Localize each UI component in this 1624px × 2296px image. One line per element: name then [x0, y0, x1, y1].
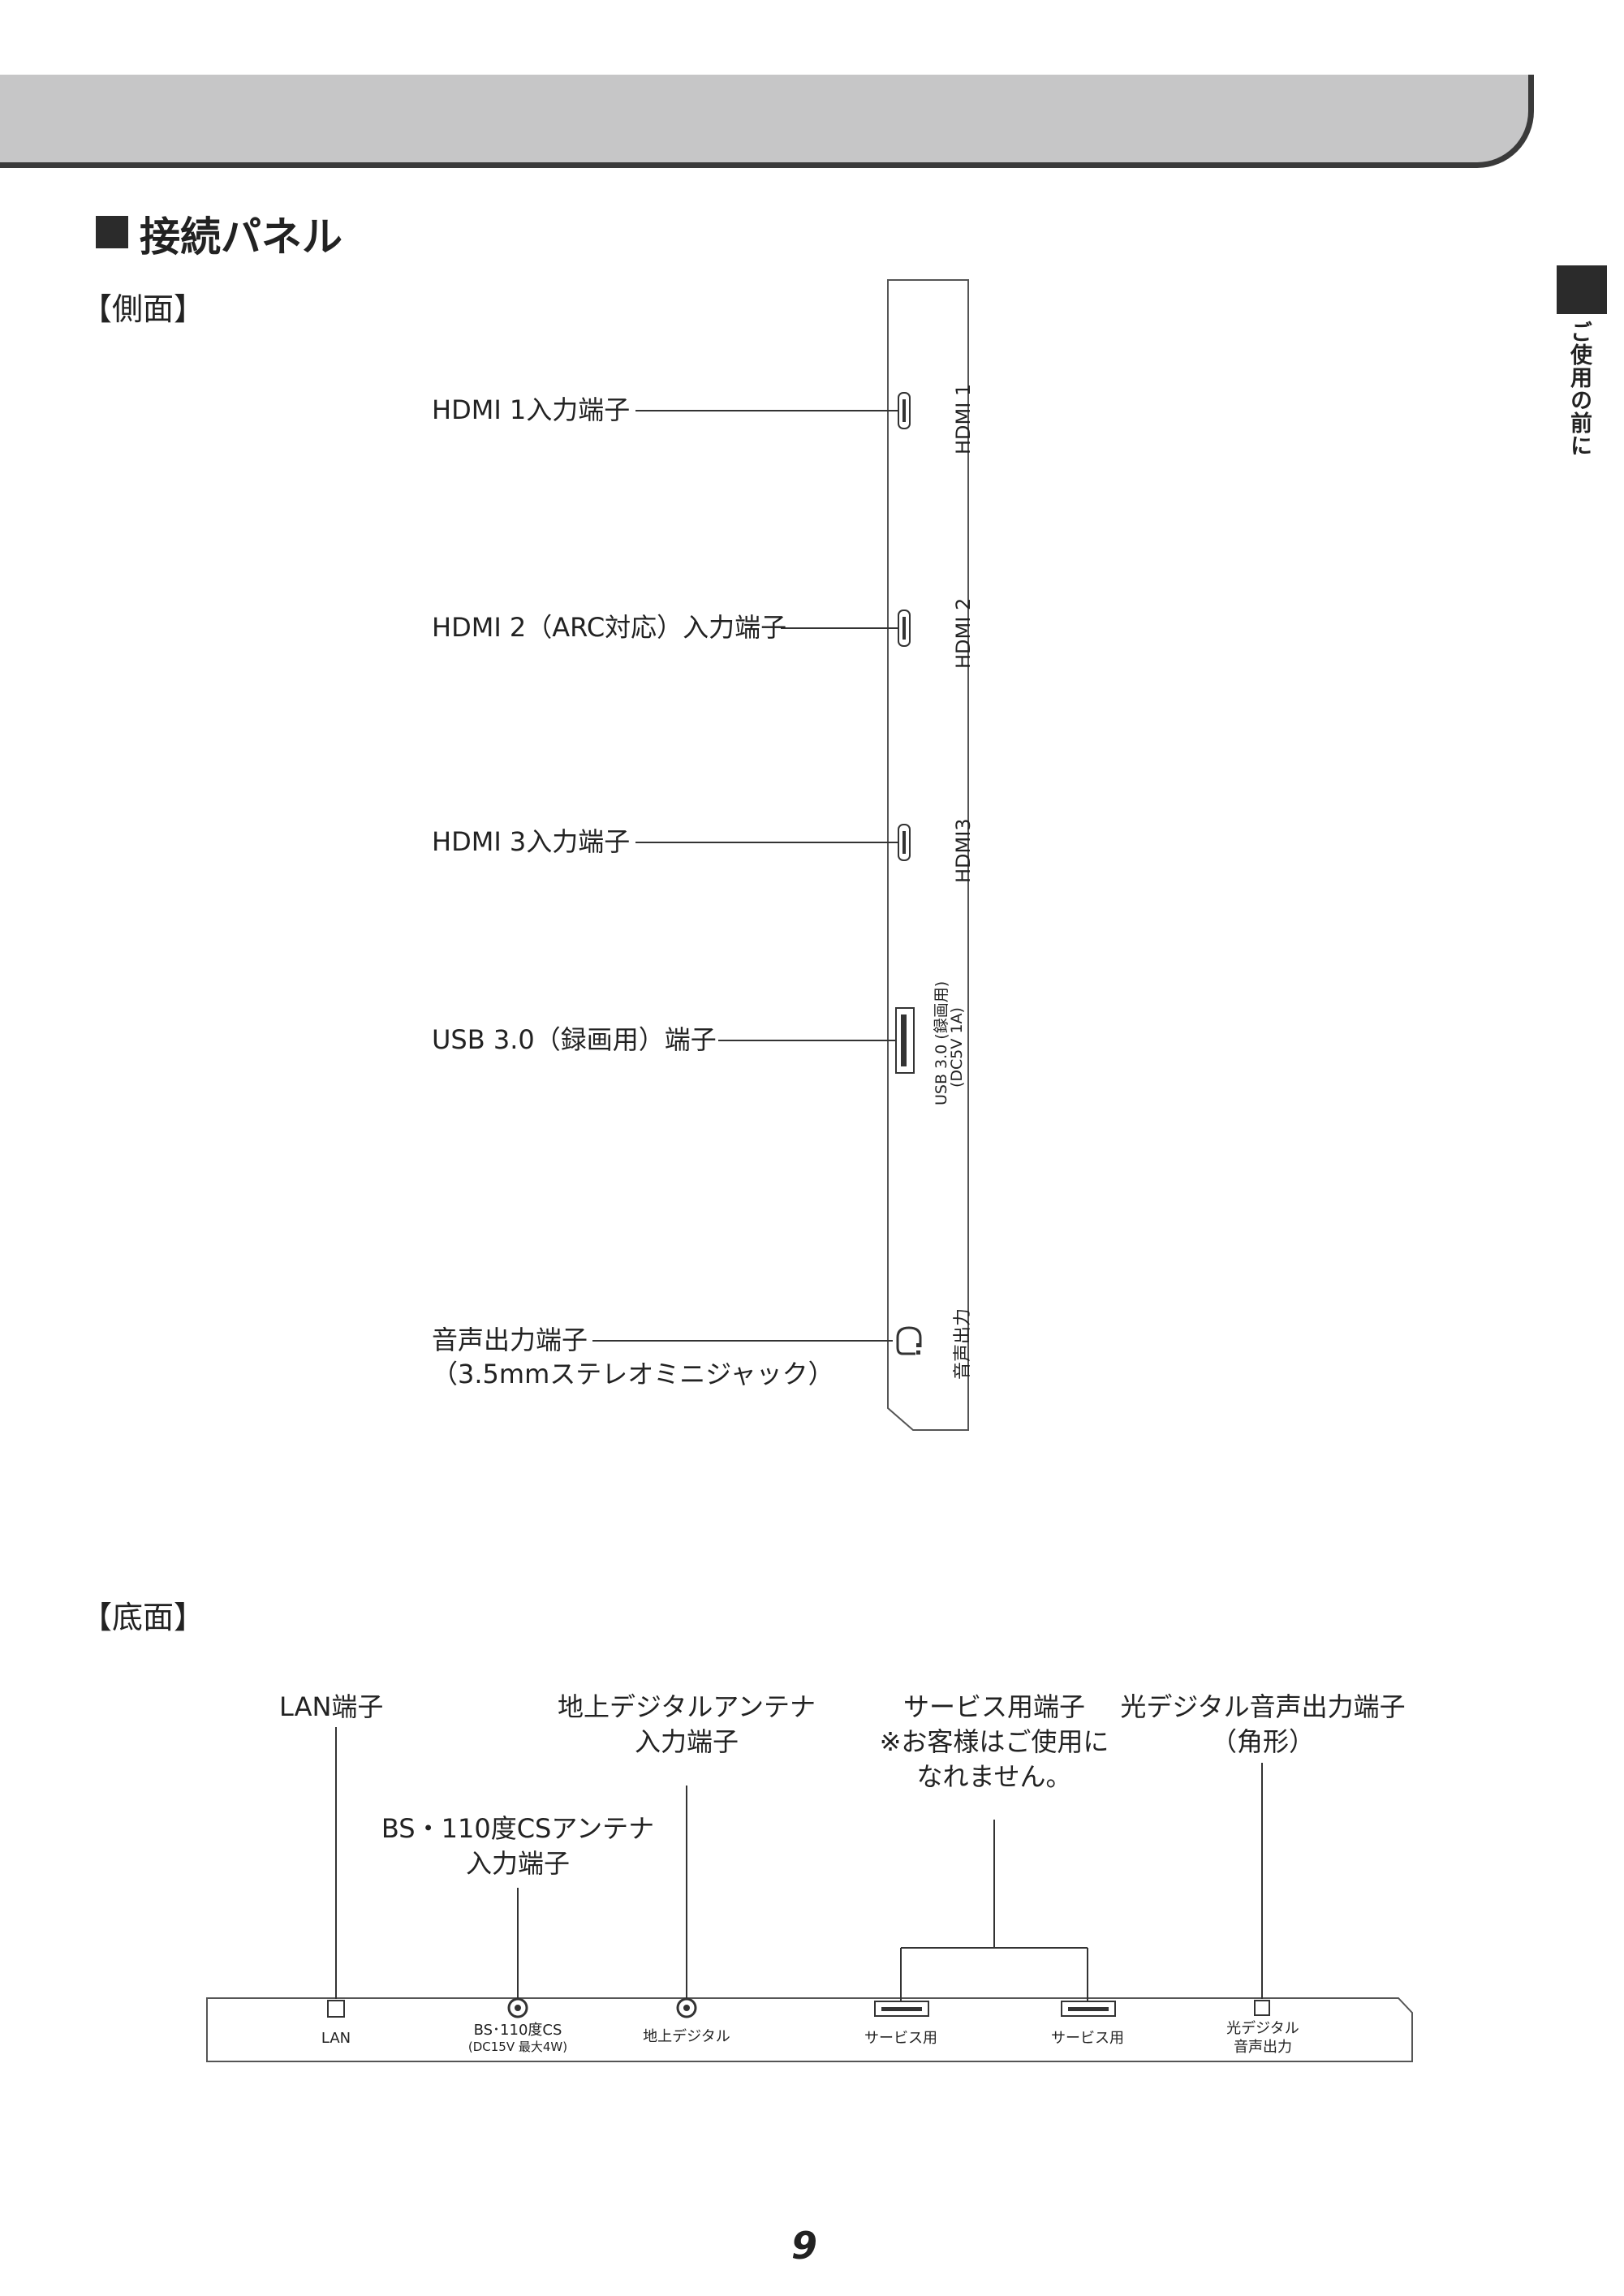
service-callout-line2: ※お客様はご使用に — [879, 1726, 1109, 1758]
lan-port-label: LAN — [321, 2030, 351, 2047]
service-port-2-label: サービス用 — [1051, 2030, 1124, 2047]
header-band — [0, 75, 1534, 168]
service-port-1-label: サービス用 — [864, 2030, 937, 2047]
lan-port-icon — [327, 2000, 345, 2018]
bs-cs-callout-line1: BS・110度CSアンテナ — [381, 1813, 655, 1844]
section-bullet-square — [96, 216, 128, 248]
hdmi3-callout: HDMI 3入力端子 — [432, 826, 631, 857]
headphone-port-icon — [896, 1326, 922, 1355]
optical-callout: 光デジタル音声出力端子 （角形） — [1120, 1690, 1406, 1760]
optical-port-label-line1: 光デジタル — [1226, 2020, 1299, 2037]
service-callout-line1: サービス用端子 — [902, 1691, 1085, 1722]
chapter-tab-label: ご使用の前に — [1566, 321, 1592, 457]
service-callout-line3: なれません。 — [916, 1761, 1072, 1793]
audio-out-port-label: 音声出力 — [953, 1307, 973, 1380]
side-panel-outline — [887, 279, 969, 1431]
bottom-view-heading: 【底面】 — [81, 1600, 205, 1635]
audio-out-callout: 音声出力端子 — [432, 1325, 588, 1355]
optical-port-icon — [1254, 2000, 1270, 2016]
chapter-tab-marker — [1557, 265, 1607, 314]
hdmi2-port-label: HDMI 2 — [952, 597, 975, 669]
terrestrial-callout-line1: 地上デジタルアンテナ — [557, 1691, 816, 1722]
usb-callout: USB 3.0（録画用）端子 — [432, 1024, 717, 1055]
optical-port-label: 光デジタル 音声出力 — [1217, 2019, 1308, 2057]
page-number: 9 — [791, 2224, 818, 2268]
terrestrial-callout: 地上デジタルアンテナ 入力端子 — [552, 1690, 821, 1760]
service-callout: サービス用端子 ※お客様はご使用に なれません。 — [868, 1690, 1120, 1795]
bs-cs-port-label-line2: (DC15V 最大4W) — [467, 2040, 568, 2055]
audio-out-callout-detail: （3.5mmステレオミニジャック） — [432, 1359, 834, 1389]
lan-callout: LAN端子 — [279, 1691, 384, 1722]
section-title: 接続パネル — [140, 213, 342, 261]
hdmi1-port-label: HDMI 1 — [952, 383, 975, 454]
bs-cs-port-label-line1: BS･110度CS — [473, 2022, 562, 2039]
side-view-heading: 【側面】 — [81, 291, 205, 327]
optical-callout-line1: 光デジタル音声出力端子 — [1120, 1691, 1406, 1722]
bottom-panel-outline — [206, 1997, 1413, 2062]
bs-cs-callout-line2: 入力端子 — [465, 1848, 570, 1880]
terrestrial-port-label: 地上デジタル — [643, 2028, 730, 2045]
hdmi2-callout: HDMI 2（ARC対応）入力端子 — [432, 612, 787, 643]
bs-cs-port-label: BS･110度CS (DC15V 最大4W) — [453, 2021, 583, 2056]
terrestrial-callout-line2: 入力端子 — [634, 1726, 739, 1758]
hdmi3-port-label: HDMI3 — [952, 818, 975, 883]
optical-callout-line2: （角形） — [1210, 1726, 1315, 1758]
hdmi1-callout: HDMI 1入力端子 — [432, 394, 631, 425]
usb-power-label: (DC5V 1A) — [948, 1007, 966, 1088]
bs-cs-callout: BS・110度CSアンテナ 入力端子 — [380, 1811, 656, 1881]
optical-port-label-line2: 音声出力 — [1234, 2039, 1292, 2057]
